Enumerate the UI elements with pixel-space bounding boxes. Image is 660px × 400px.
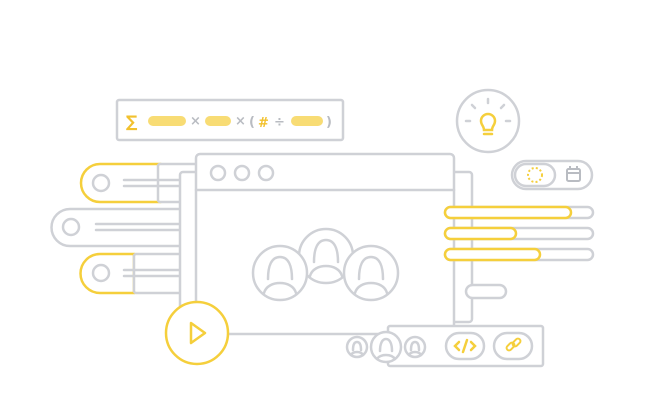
slider-fill (443, 205, 573, 220)
formula-token-3 (291, 116, 323, 126)
tab-dot (61, 217, 81, 237)
hash-symbol: # (258, 116, 269, 131)
formula-token-1 (148, 116, 186, 126)
link-button[interactable] (492, 331, 534, 361)
sun-icon (527, 167, 543, 183)
right-pill (464, 283, 508, 300)
link-icon (505, 337, 522, 352)
slider-1[interactable] (443, 205, 595, 220)
browser-window (194, 152, 456, 336)
play-button[interactable] (164, 300, 230, 366)
left-tab-2[interactable] (50, 207, 202, 248)
paren-open: ( (249, 115, 255, 130)
slider-3[interactable] (443, 247, 595, 262)
slider-group (443, 205, 595, 262)
formula-token-2 (205, 116, 231, 126)
calendar-icon (566, 166, 581, 182)
avatar-group (345, 330, 427, 364)
lightbulb-icon (455, 88, 521, 154)
window-dot-2[interactable] (233, 164, 251, 182)
slider-fill (443, 226, 518, 241)
code-button[interactable] (444, 331, 486, 361)
code-icon (453, 338, 477, 354)
formula-bar: ∑ × × ( # ÷ ) (115, 98, 345, 142)
sigma-symbol: ∑ (126, 112, 138, 131)
tab-dot (91, 263, 111, 283)
avatar (403, 335, 427, 359)
play-icon (189, 321, 207, 345)
paren-close: ) (326, 115, 332, 130)
slider-2[interactable] (443, 226, 595, 241)
avatar (369, 330, 403, 364)
theme-toggle[interactable] (510, 159, 594, 191)
times-symbol-1: × (190, 114, 201, 129)
times-symbol-2: × (235, 114, 246, 129)
tab-dot (91, 173, 111, 193)
divide-symbol: ÷ (274, 115, 285, 130)
window-dot-3[interactable] (257, 164, 275, 182)
bottom-toolbar (386, 324, 545, 368)
users-icon (251, 227, 400, 302)
slider-fill (443, 247, 542, 262)
avatar (345, 335, 369, 359)
window-dot-1[interactable] (209, 164, 227, 182)
